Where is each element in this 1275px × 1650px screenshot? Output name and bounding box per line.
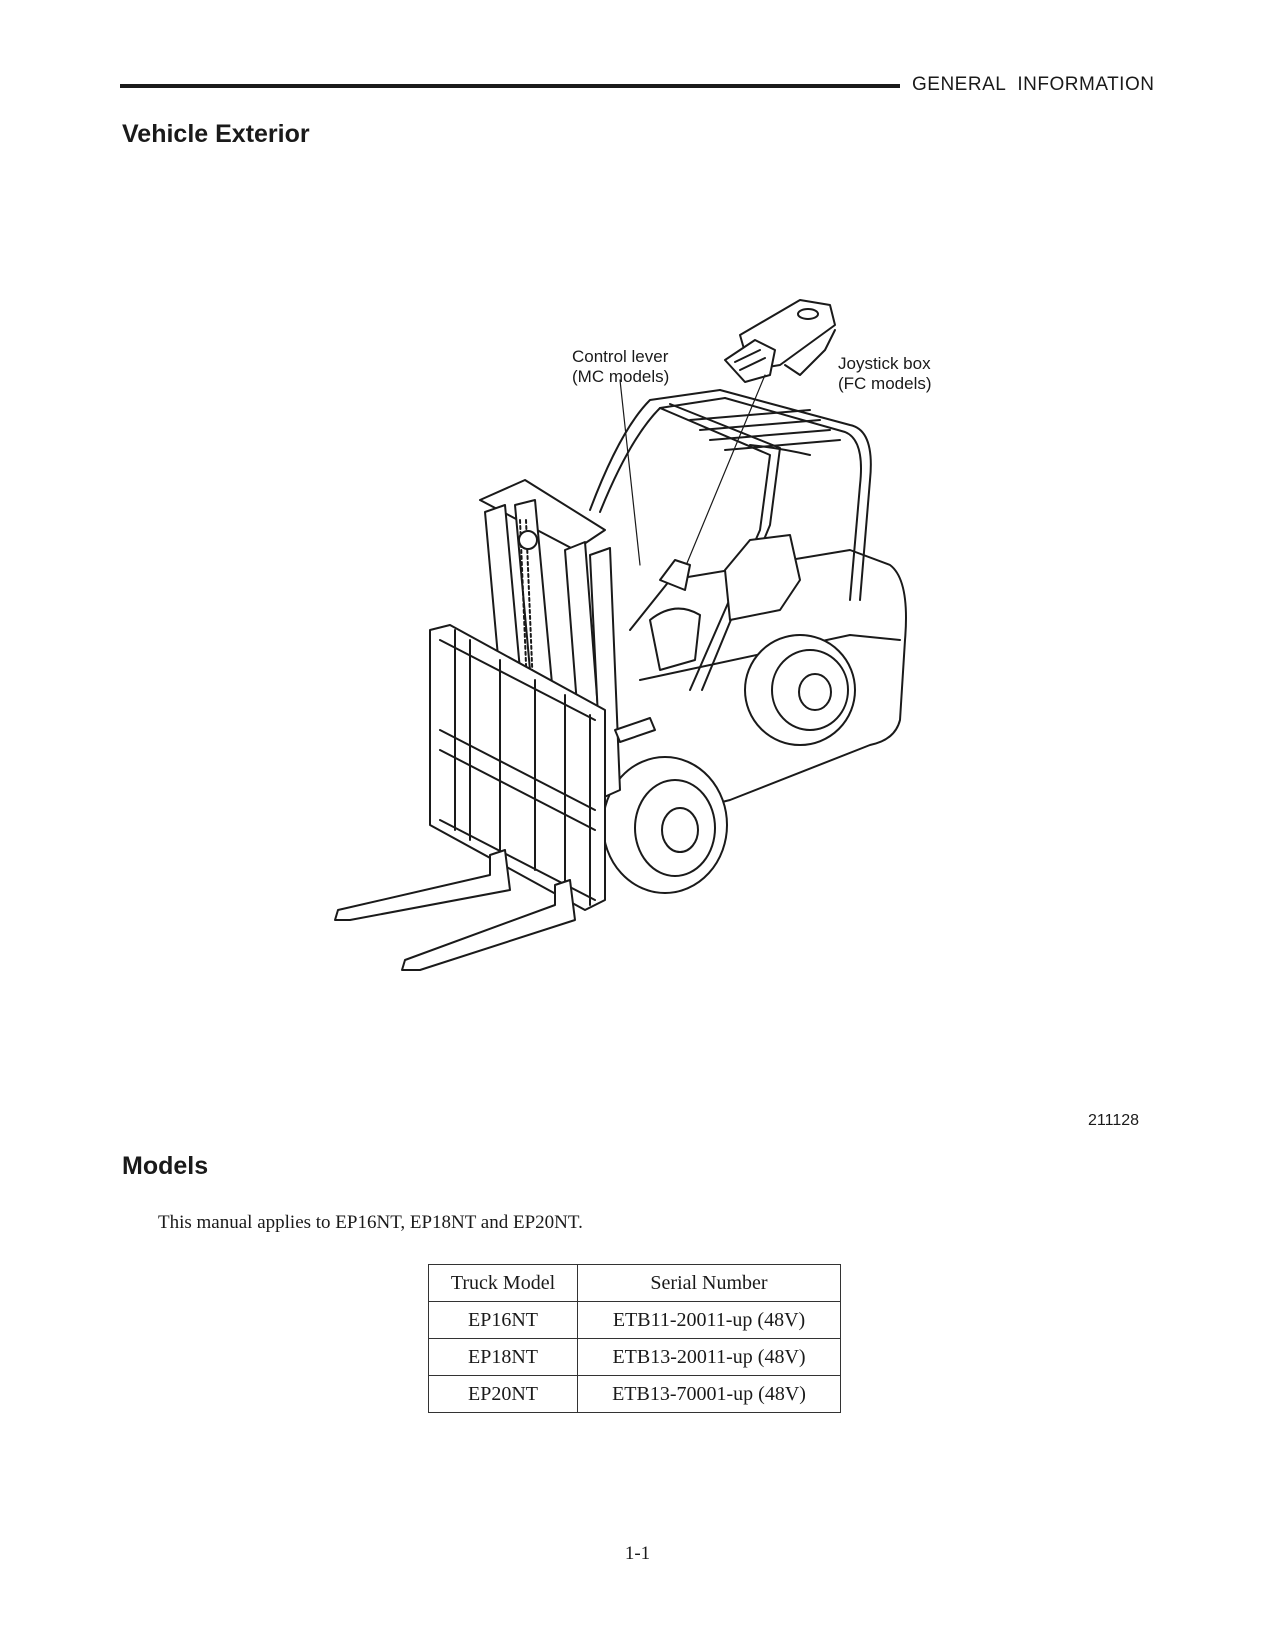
front-wheel	[602, 756, 728, 894]
models-heading: Models	[122, 1152, 209, 1180]
header-rule	[120, 84, 900, 88]
models-intro: This manual applies to EP16NT, EP18NT an…	[158, 1212, 583, 1233]
fork-carriage	[429, 624, 606, 911]
serial-number-cell: ETB13-70001-up (48V)	[577, 1375, 841, 1413]
truck-model-cell: EP18NT	[428, 1338, 578, 1376]
joystick-box-drawing	[724, 299, 836, 383]
section-title: GENERAL INFORMATION	[912, 74, 1155, 95]
forks	[334, 849, 576, 971]
rear-wheel	[744, 634, 856, 746]
table-row: EP20NT ETB13-70001-up (48V)	[428, 1375, 841, 1413]
control-lever-callout: Control lever (MC models)	[572, 347, 670, 386]
truck-model-cell: EP16NT	[428, 1301, 578, 1339]
column-header: Serial Number	[577, 1264, 841, 1302]
table-row: EP18NT ETB13-20011-up (48V)	[428, 1338, 841, 1376]
joystick-box-callout: Joystick box (FC models)	[838, 354, 932, 393]
table-row: EP16NT ETB11-20011-up (48V)	[428, 1301, 841, 1339]
truck-body	[629, 534, 907, 811]
serial-number-table: Truck Model Serial Number EP16NT ETB11-2…	[428, 1264, 841, 1413]
page-number: 1-1	[624, 1543, 651, 1564]
truck-model-cell: EP20NT	[428, 1375, 578, 1413]
table-header-row: Truck Model Serial Number	[428, 1264, 841, 1302]
column-header: Truck Model	[428, 1264, 578, 1302]
serial-number-cell: ETB11-20011-up (48V)	[577, 1301, 841, 1339]
vehicle-exterior-heading: Vehicle Exterior	[122, 120, 310, 148]
serial-number-cell: ETB13-20011-up (48V)	[577, 1338, 841, 1376]
figure-id: 211128	[1088, 1112, 1140, 1129]
forklift-illustration	[334, 299, 907, 971]
